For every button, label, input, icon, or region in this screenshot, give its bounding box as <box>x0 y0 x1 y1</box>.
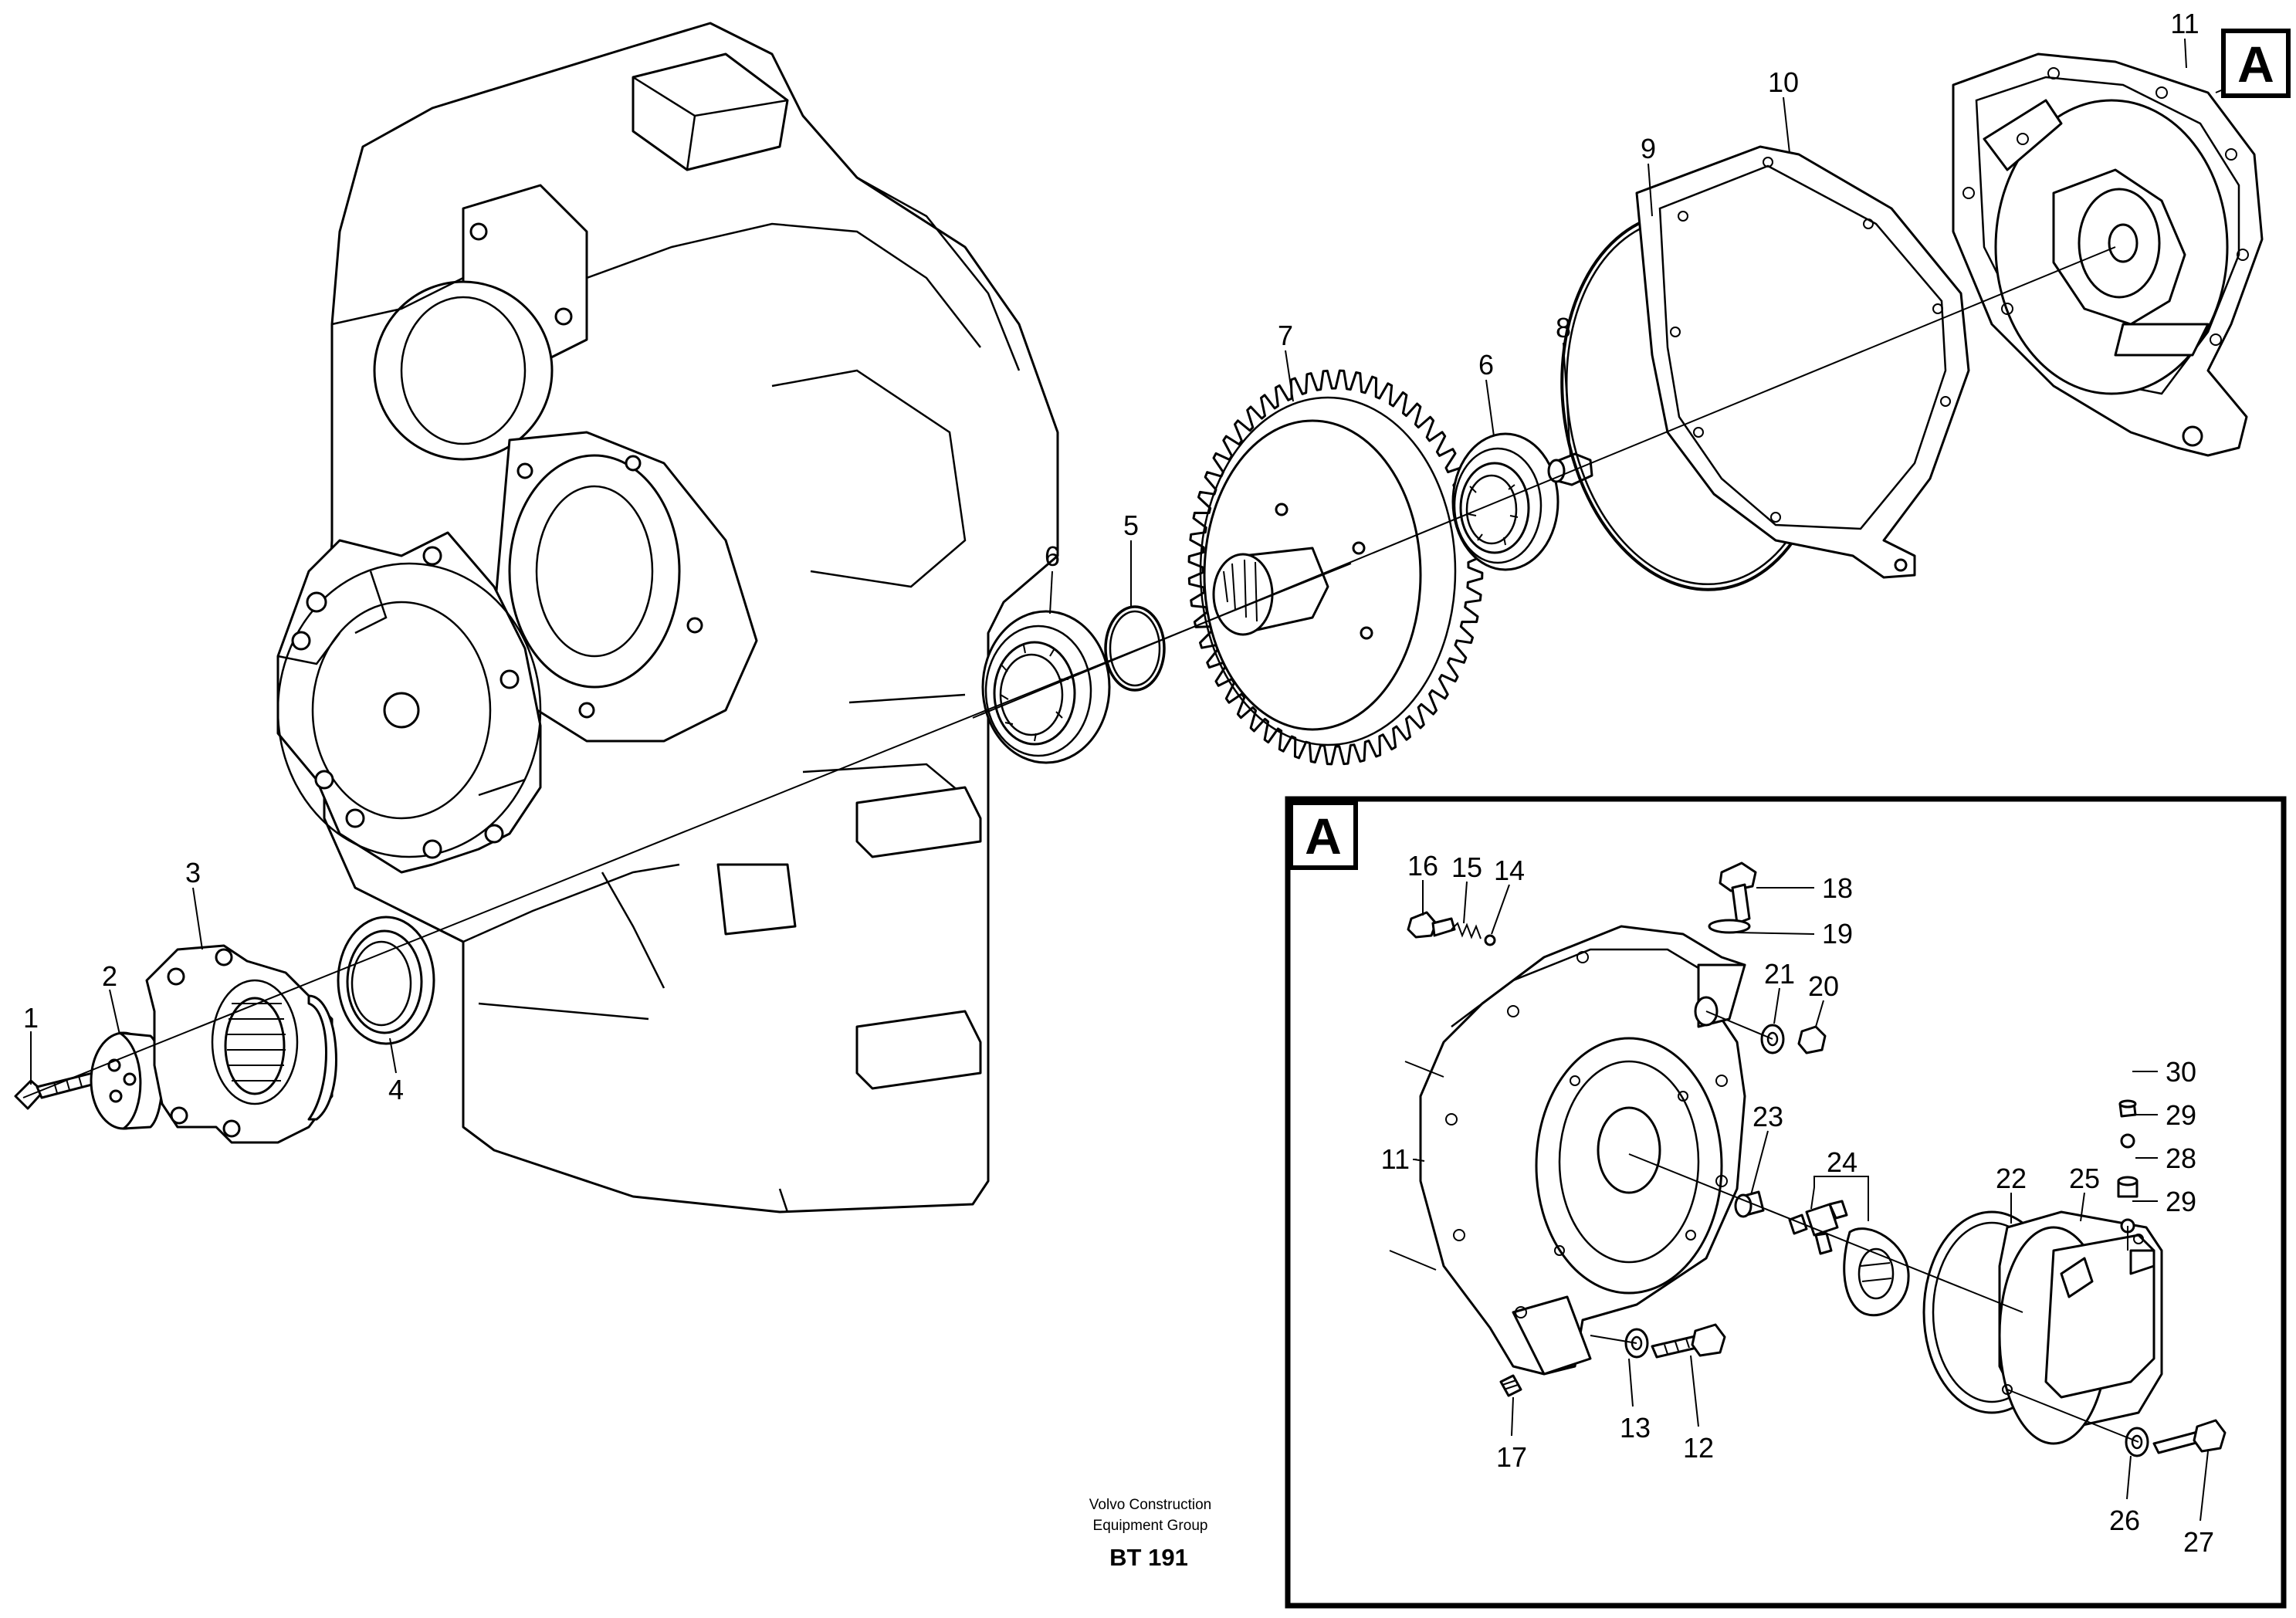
detail-view-a: A <box>1285 796 2287 1609</box>
callout-29a: 29 <box>2166 1099 2196 1131</box>
callout-9: 9 <box>1641 133 1656 164</box>
washer-plate-part-2 <box>90 1031 164 1130</box>
callout-3: 3 <box>185 857 201 889</box>
callout-6-left: 6 <box>1045 540 1060 572</box>
transmission-housing <box>276 22 1059 1214</box>
seal-ring-part-4 <box>337 916 435 1045</box>
plug-part-8 <box>1547 452 1593 486</box>
gasket-part-10 <box>1635 145 1970 579</box>
callout-25: 25 <box>2069 1163 2100 1194</box>
callout-20: 20 <box>1808 970 1839 1002</box>
svg-text:A: A <box>2237 36 2274 93</box>
footer-credit: Volvo Construction Equipment Group BT 19… <box>1089 1497 1211 1571</box>
callout-13: 13 <box>1620 1412 1651 1444</box>
callout-8: 8 <box>1556 312 1571 344</box>
detail-marker-a: A <box>2221 29 2291 98</box>
callout-14: 14 <box>1494 855 1525 886</box>
o-ring-part-5 <box>1104 605 1166 692</box>
callout-21: 21 <box>1764 958 1795 990</box>
company-line-1: Volvo Construction <box>1089 1497 1211 1513</box>
drawing-code: BT 191 <box>1109 1544 1188 1571</box>
callout-5: 5 <box>1123 509 1139 541</box>
assembly-axis-lines <box>22 246 2116 1098</box>
callout-7: 7 <box>1278 320 1293 351</box>
callout-11-detail: 11 <box>1381 1143 1410 1175</box>
callout-30: 30 <box>2166 1056 2196 1088</box>
callout-12: 12 <box>1683 1432 1714 1464</box>
callout-19: 19 <box>1822 918 1853 949</box>
callout-26: 26 <box>2109 1505 2140 1536</box>
callout-6-right: 6 <box>1478 349 1494 381</box>
inset-marker-a: A <box>1305 807 1342 865</box>
callout-15: 15 <box>1451 851 1482 883</box>
yoke-flange-part-3 <box>145 944 337 1144</box>
callout-4: 4 <box>388 1074 404 1105</box>
callout-28: 28 <box>2166 1142 2196 1174</box>
callout-27: 27 <box>2183 1526 2214 1558</box>
bearing-part-6-right <box>1451 432 1559 571</box>
part-callout-labels: 1 2 3 4 5 6 7 6 8 9 10 11 <box>23 8 2199 1105</box>
callout-1: 1 <box>23 1002 39 1034</box>
callout-18: 18 <box>1822 872 1853 904</box>
callout-22: 22 <box>1996 1163 2027 1194</box>
company-line-2: Equipment Group <box>1093 1518 1208 1534</box>
callout-10: 10 <box>1768 66 1799 98</box>
callout-17: 17 <box>1496 1441 1527 1473</box>
callout-2: 2 <box>102 960 117 992</box>
callout-23: 23 <box>1752 1101 1783 1132</box>
callout-11-main: 11 <box>2170 8 2199 39</box>
cover-part-11 <box>1952 52 2264 457</box>
gear-part-7 <box>1187 369 1484 766</box>
callout-24: 24 <box>1827 1146 1857 1178</box>
callout-16: 16 <box>1407 850 1438 882</box>
callout-29b: 29 <box>2166 1186 2196 1217</box>
